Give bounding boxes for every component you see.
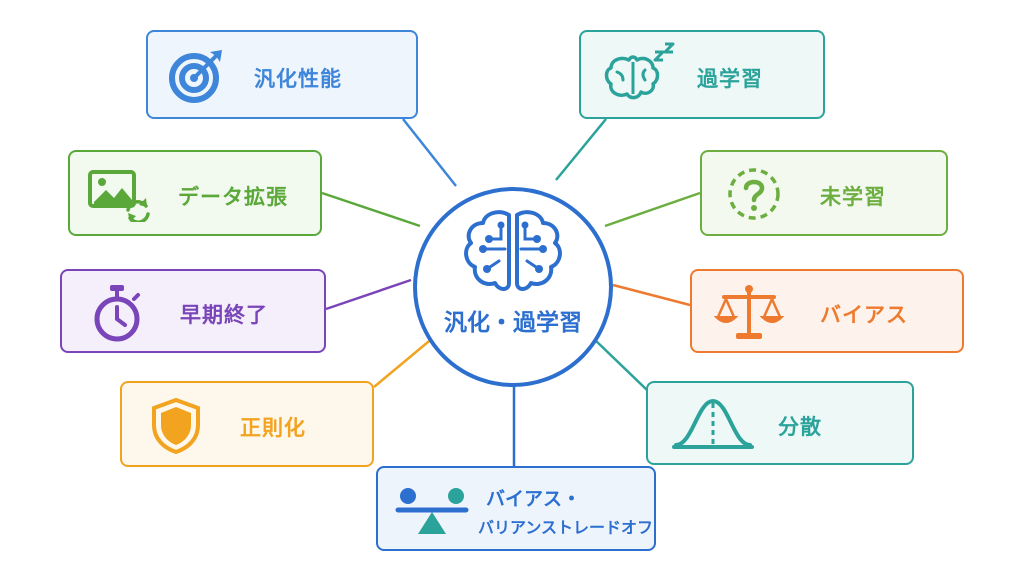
question-circle-icon	[728, 168, 780, 220]
image-refresh-icon	[88, 170, 150, 222]
connector-variance	[593, 338, 648, 391]
seesaw-icon	[395, 488, 469, 534]
target-icon	[169, 50, 222, 103]
brain-circuit-icon	[464, 210, 562, 291]
node-overfitting: 過学習	[579, 30, 825, 119]
node-label: データ拡張	[178, 185, 288, 209]
connector-overfitting	[555, 118, 607, 181]
node-label: 分散	[778, 415, 822, 439]
connector-data-augmentation	[321, 191, 421, 228]
node-label: 未学習	[820, 185, 886, 209]
node-bias-variance-tradeoff: バイアス・ バリアンストレードオフ	[376, 466, 656, 551]
node-underfitting: 未学習	[700, 150, 948, 236]
node-label-line2: バリアンストレードオフ	[478, 518, 654, 537]
bell-curve-icon	[672, 398, 754, 449]
sleeping-brain-icon	[604, 42, 675, 100]
balance-scale-icon	[714, 285, 784, 339]
node-label: 汎化性能	[254, 67, 342, 91]
node-variance: 分散	[646, 381, 914, 465]
stopwatch-icon	[94, 285, 140, 342]
node-label: 過学習	[697, 67, 763, 91]
shield-icon	[152, 397, 200, 455]
node-bias: バイアス	[690, 269, 964, 353]
connector-early-stopping	[325, 278, 412, 311]
center-hub: 汎化・過学習	[413, 187, 613, 387]
node-regularization: 正則化	[120, 381, 374, 467]
node-label-line1: バイアス・	[486, 488, 582, 510]
node-early-stopping: 早期終了	[60, 269, 326, 353]
connector-underfitting	[604, 191, 701, 228]
node-label: 正則化	[240, 416, 306, 440]
node-label: バイアス	[820, 303, 908, 327]
connector-regularization	[373, 336, 435, 388]
connector-bias	[612, 283, 691, 307]
node-generalization: 汎化性能	[146, 30, 418, 119]
center-label: 汎化・過学習	[444, 310, 582, 336]
connector-generalization	[402, 118, 457, 187]
node-data-augmentation: データ拡張	[68, 150, 322, 236]
node-label: 早期終了	[180, 303, 268, 327]
